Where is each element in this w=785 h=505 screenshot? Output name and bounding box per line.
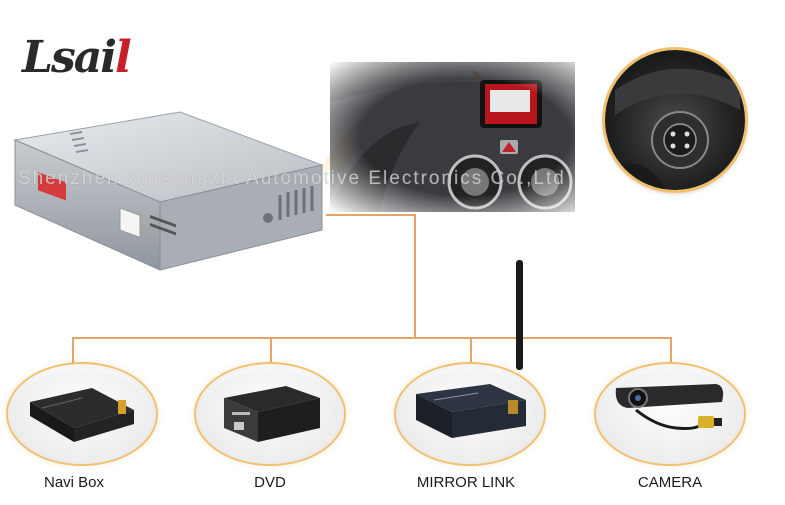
connector-drop-1	[72, 337, 74, 375]
logo-text-prefix: Lsai	[22, 32, 117, 83]
camera-label: CAMERA	[637, 474, 703, 491]
watermark-text: Shenzhen Xinsongxia Automotive Electroni…	[18, 168, 566, 189]
connector-drop-4	[670, 337, 672, 375]
mirror-link-item	[396, 260, 544, 464]
navi-box-label: Navi Box	[43, 474, 105, 491]
dvd-item	[196, 364, 344, 464]
navi-box-icon	[30, 388, 134, 442]
connector-drop-2	[270, 337, 272, 375]
connector-drop-3	[470, 337, 472, 375]
camera-icon	[615, 384, 724, 430]
navi-box-item	[8, 364, 156, 464]
connector-line-top	[326, 214, 416, 216]
camera-item	[596, 364, 744, 464]
connector-line-horizontal	[72, 337, 672, 339]
lsailt-logo: Lsail	[22, 28, 152, 88]
steering-wheel-controls-photo	[605, 50, 745, 190]
dvd-label: DVD	[254, 474, 286, 491]
mirror-link-box-icon	[416, 260, 526, 438]
logo-text-suffix: l	[114, 32, 132, 83]
dvd-player-icon	[224, 386, 320, 442]
mirror-link-label: MIRROR LINK	[416, 474, 516, 491]
navigation-interface-box-image	[13, 111, 324, 271]
connector-line-vertical	[414, 214, 416, 338]
car-dashboard-photo	[330, 62, 575, 212]
